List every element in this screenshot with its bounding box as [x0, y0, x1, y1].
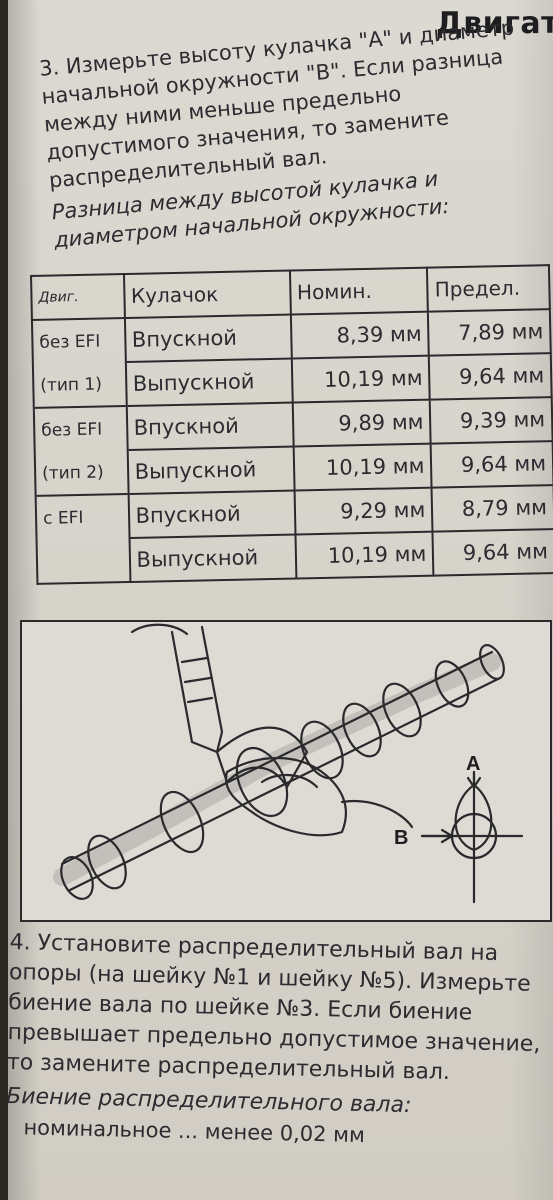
header-nominal: Номин.: [289, 267, 429, 315]
cell-engine: (тип 1): [32, 362, 127, 408]
micrometer-caliper: [130, 623, 309, 789]
step-3-block: 3. Измерьте высоту кулачка "А" и диаметр…: [38, 11, 553, 254]
header-engine: Двиг.: [31, 274, 125, 320]
cam-profile-diagram: [420, 770, 524, 904]
cell-cam: Впускной: [128, 490, 296, 538]
cell-engine: с EFI: [35, 493, 130, 540]
cell-engine: [36, 537, 130, 584]
step-4-block: 4. Установите распределительный вал на о…: [8, 928, 550, 1154]
cell-cam: Выпускной: [127, 446, 295, 494]
cell-nominal: 9,89 мм: [292, 399, 431, 447]
cell-cam: Впускной: [124, 314, 292, 363]
camshaft-shape: [53, 644, 505, 900]
cell-limit: 9,64 мм: [429, 353, 552, 400]
table-row: Выпускной 10,19 мм 9,64 мм: [36, 529, 553, 584]
cell-limit: 9,64 мм: [432, 529, 553, 576]
cell-limit: 7,89 мм: [428, 309, 551, 356]
camshaft-figure: A B: [20, 620, 552, 922]
cell-limit: 9,39 мм: [430, 397, 553, 444]
cell-nominal: 10,19 мм: [293, 443, 432, 491]
cell-nominal: 9,29 мм: [294, 487, 433, 535]
header-limit: Предел.: [427, 265, 550, 312]
cell-cam: Впускной: [126, 402, 294, 451]
book-page: Двигат 3. Измерьте высоту кулачка "А" и …: [8, 0, 553, 1200]
label-b: B: [394, 827, 408, 849]
cell-engine: без EFI: [33, 406, 128, 452]
cell-engine: (тип 2): [34, 450, 129, 496]
header-cam: Кулачок: [123, 270, 291, 319]
cell-limit: 9,64 мм: [430, 441, 553, 488]
section-header: Двигат: [435, 6, 553, 41]
label-a: A: [466, 753, 480, 775]
step-4-text: 4. Установите распределительный вал на о…: [8, 929, 541, 1086]
cell-engine: без EFI: [31, 318, 126, 364]
hand-shape: [224, 756, 414, 837]
camshaft-illustration: A B: [53, 623, 524, 904]
cell-cam: Выпускной: [125, 358, 293, 407]
cell-nominal: 8,39 мм: [290, 311, 430, 359]
cam-spec-table: Двиг. Кулачок Номин. Предел. без EFI Впу…: [30, 264, 553, 585]
cell-limit: 8,79 мм: [431, 485, 553, 532]
cell-nominal: 10,19 мм: [295, 531, 434, 579]
cell-nominal: 10,19 мм: [291, 355, 431, 403]
cell-cam: Выпускной: [129, 534, 297, 582]
